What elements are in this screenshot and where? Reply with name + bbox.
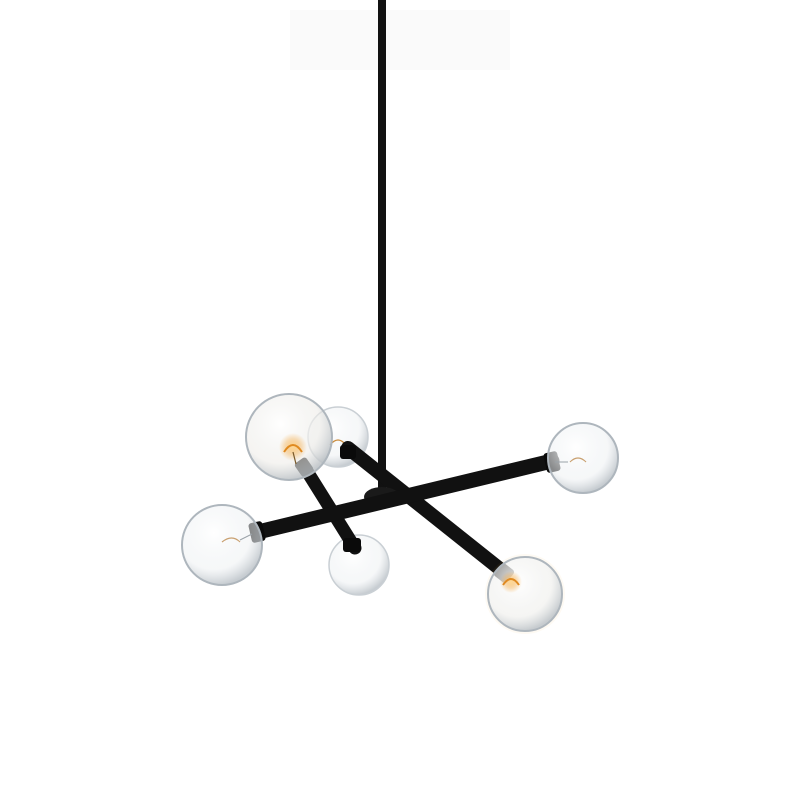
socket-back-top [340,445,356,459]
hanging-rod [378,0,386,490]
bulb-upper-left [245,393,333,481]
arm-horizontal [254,453,560,539]
arm-diagonal-right [341,441,512,580]
bulb-right [547,422,619,494]
bulb-lower-right [485,554,565,634]
background-haze [290,10,510,70]
bulb-left [181,504,263,586]
socket-back-bottom [343,538,361,552]
